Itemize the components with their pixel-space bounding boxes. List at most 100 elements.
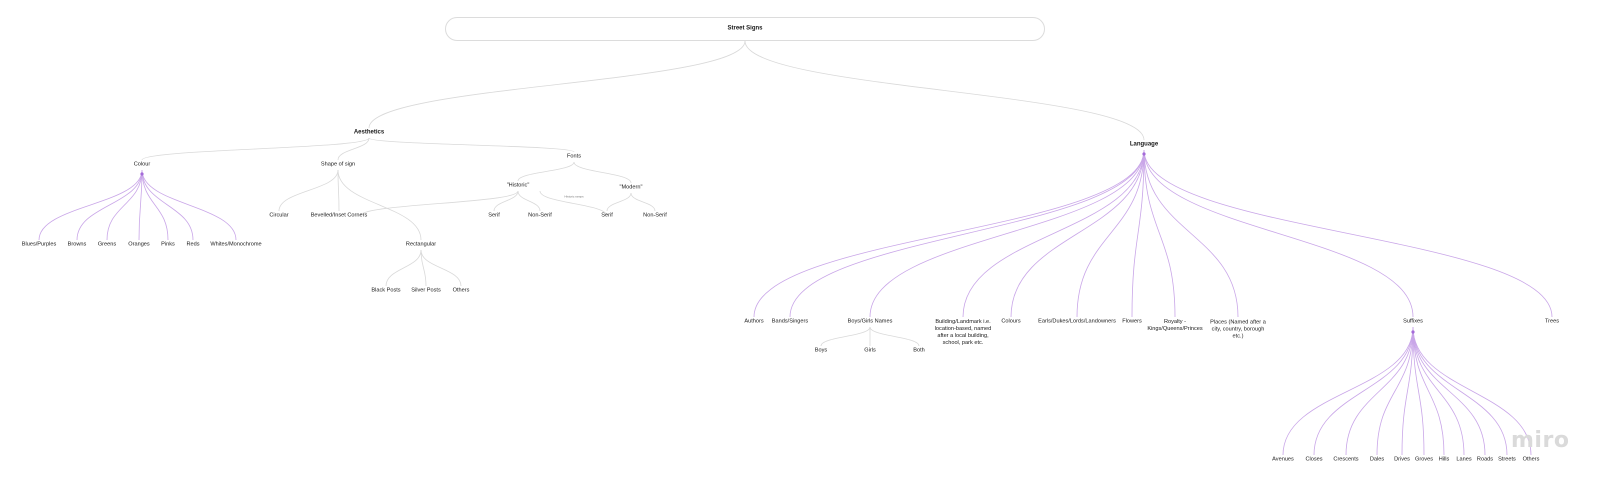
node-language-item[interactable]: Building/Landmark i.e. location-based, n…	[934, 319, 992, 346]
node-colour-item[interactable]: Browns	[67, 241, 87, 248]
connector-historic	[517, 190, 541, 212]
connector-aesthetics	[337, 137, 370, 161]
connector-root-aesthetics	[368, 40, 746, 129]
connector-shape	[337, 169, 422, 241]
node-language-item[interactable]: Royalty - Kings/Queens/Princes	[1147, 319, 1203, 332]
node-colour-item[interactable]: Pinks	[161, 241, 175, 248]
node-language-item[interactable]: Suffixes	[1403, 318, 1423, 325]
node-rectangular-item[interactable]: Silver Posts	[411, 287, 441, 294]
connector-rectangular	[420, 249, 427, 287]
connector-suffixes	[1412, 326, 1532, 456]
connector-suffixes	[1412, 326, 1465, 456]
connector-aesthetics	[368, 137, 575, 153]
node-colour-item[interactable]: Whites/Monochrome	[210, 241, 262, 248]
node-suffix-item[interactable]: Groves	[1414, 456, 1434, 463]
connector-suffixes	[1412, 326, 1425, 456]
connector-suffixes	[1345, 326, 1414, 456]
connector-fonts	[573, 161, 632, 184]
connector-modern	[630, 192, 656, 212]
connector-language	[1143, 149, 1239, 318]
node-names-item[interactable]: Both	[913, 347, 925, 354]
node-fonts-historic[interactable]: "Historic"	[506, 182, 530, 189]
connector-names	[820, 326, 871, 347]
node-rectangular-item[interactable]: Others	[452, 287, 470, 294]
node-historic-item[interactable]: Serif	[488, 212, 500, 219]
node-language[interactable]: Language	[1129, 141, 1159, 148]
node-language-item[interactable]: Boys/Girls Names	[847, 318, 893, 325]
miro-logo-watermark: miro	[1511, 428, 1570, 453]
node-aesthetics[interactable]: Aesthetics	[353, 129, 385, 136]
connector-historic-modern-serif	[539, 190, 608, 217]
node-colour-item[interactable]: Blues/Purples	[21, 241, 57, 248]
connector-colour	[106, 169, 143, 241]
connector-shape	[278, 169, 339, 212]
connector-colour	[141, 169, 194, 241]
node-suffix-item[interactable]: Crescents	[1333, 456, 1359, 463]
node-historic-item[interactable]: Non-Serif	[528, 212, 552, 219]
node-suffix-item[interactable]: Drives	[1394, 456, 1410, 463]
node-suffix-item[interactable]: Hills	[1438, 456, 1450, 463]
hub-anchor	[1142, 152, 1146, 156]
node-language-item[interactable]: Flowers	[1122, 318, 1142, 325]
connector-suffixes	[1313, 326, 1414, 456]
connector-colour	[138, 169, 143, 241]
node-shape-item[interactable]: Circular	[269, 212, 289, 219]
connector-note: Historic ramps	[564, 194, 584, 199]
connector-language	[962, 149, 1145, 318]
node-rectangular-item[interactable]: Black Posts	[371, 287, 401, 294]
node-colour-item[interactable]: Oranges	[128, 241, 150, 248]
connector-historic-bevelled	[359, 190, 519, 217]
node-shape-item[interactable]: Bevelled/Inset Corners	[310, 212, 368, 219]
connector-language	[1143, 149, 1414, 318]
connector-root-language	[744, 40, 1145, 141]
connector-language	[1143, 149, 1176, 318]
node-suffix-item[interactable]: Streets	[1498, 456, 1516, 463]
node-fonts[interactable]: Fonts	[567, 153, 581, 160]
node-suffix-item[interactable]: Dales	[1369, 456, 1385, 463]
node-language-item[interactable]: Colours	[1001, 318, 1021, 325]
node-suffix-item[interactable]: Others	[1522, 456, 1540, 463]
node-names-item[interactable]: Boys	[814, 347, 828, 354]
node-colour-item[interactable]: Reds	[186, 241, 200, 248]
connector-colour	[141, 169, 237, 241]
connector-language	[1143, 149, 1553, 318]
connector-language	[753, 149, 1145, 318]
node-language-item[interactable]: Earls/Dukes/Lords/Landowners	[1038, 318, 1116, 325]
connector-historic	[493, 190, 519, 212]
hub-anchor	[140, 172, 144, 176]
connector-suffixes	[1412, 326, 1486, 456]
root-node-title[interactable]: Street Signs	[727, 25, 763, 32]
node-shape-of-sign[interactable]: Shape of sign	[320, 161, 356, 168]
connector-language	[869, 149, 1145, 318]
node-modern-item[interactable]: Serif	[601, 212, 613, 219]
connector-suffixes	[1282, 326, 1414, 456]
connector-colour	[76, 169, 143, 241]
node-colour-item[interactable]: Greens	[97, 241, 117, 248]
node-suffix-item[interactable]: Avenues	[1272, 456, 1294, 463]
connector-modern	[606, 192, 632, 212]
connector-rectangular	[385, 249, 422, 287]
node-language-item[interactable]: Places (Named after a city, country, bor…	[1210, 319, 1266, 340]
connector-language	[1076, 149, 1145, 318]
node-language-item[interactable]: Bands/Singers	[771, 318, 809, 325]
node-language-item[interactable]: Trees	[1544, 318, 1560, 325]
node-language-item[interactable]: Authors	[744, 318, 764, 325]
node-suffix-item[interactable]: Closes	[1305, 456, 1323, 463]
node-colour[interactable]: Colour	[133, 161, 151, 168]
connector-suffixes	[1376, 326, 1414, 456]
connector-suffixes	[1412, 326, 1508, 456]
connector-language	[1010, 149, 1145, 318]
connector-suffixes	[1412, 326, 1445, 456]
node-suffix-item[interactable]: Lanes	[1456, 456, 1472, 463]
node-modern-item[interactable]: Non-Serif	[643, 212, 667, 219]
node-names-item[interactable]: Girls	[864, 347, 876, 354]
connector-language	[789, 149, 1145, 318]
node-fonts-modern[interactable]: "Modern"	[619, 184, 643, 191]
connector-colour	[38, 169, 143, 241]
connector-suffixes	[1401, 326, 1414, 456]
root-node-box[interactable]	[445, 17, 1045, 41]
node-suffix-item[interactable]: Roads	[1476, 456, 1494, 463]
node-shape-item[interactable]: Rectangular	[405, 241, 437, 248]
